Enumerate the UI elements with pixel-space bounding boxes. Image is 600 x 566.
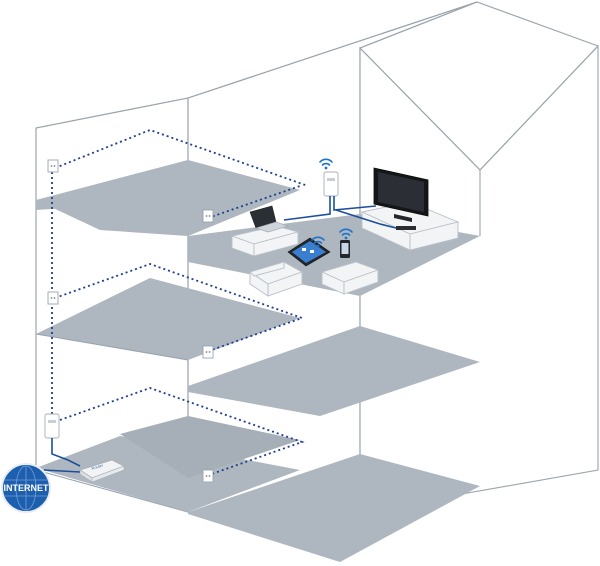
cable-adapter-to-tv: [333, 196, 377, 211]
sofa-left: [248, 261, 304, 297]
router-label: Router: [91, 462, 105, 471]
ground-floor-left: [36, 436, 300, 512]
wall-socket-icon: [47, 291, 59, 305]
router-icon: Router: [78, 459, 126, 483]
cable-adapter-to-router: [51, 438, 81, 467]
powerline-bottom-loop: [59, 387, 305, 477]
tv-icon: [373, 167, 429, 222]
smartphone-icon: [340, 240, 350, 258]
wall-socket-icon: [202, 469, 214, 483]
wifi-signal-icon: [311, 236, 325, 248]
cable-adapter-to-settopbox: [335, 209, 397, 229]
powerline-top-to-adapter: [207, 185, 301, 219]
powerline-adapter-icon: [323, 171, 339, 197]
ground-floor-right: [188, 454, 480, 562]
top-floor-room-2: [40, 160, 300, 236]
ground-floor-mid: [120, 416, 300, 478]
ground-floor: [36, 416, 480, 562]
middle-floor: [35, 278, 480, 416]
internet-label: INTERNET: [4, 483, 50, 493]
middle-floor-right: [188, 326, 480, 416]
middle-floor-edge: [35, 333, 189, 361]
wall-sockets: [47, 159, 214, 483]
wall-socket-icon: [202, 345, 214, 359]
powerline-middle-loop: [54, 263, 305, 353]
living-room-devices: [230, 167, 460, 297]
roof-ridge: [359, 1, 599, 49]
wifi-signals: [311, 158, 353, 248]
internet-globe: INTERNET: [1, 463, 51, 513]
ground-floor-equipment: Router: [43, 413, 126, 483]
powerline-connections: [51, 129, 309, 477]
wall-socket-icon: [202, 209, 214, 223]
cable-adapter-to-laptop: [283, 196, 331, 221]
laptop-icon: [249, 205, 289, 233]
set-top-box: [396, 226, 416, 230]
middle-floor-left: [36, 278, 300, 360]
wifi-signal-icon: [339, 228, 353, 240]
sofa-right: [320, 261, 380, 295]
right-side-wall: [359, 44, 599, 513]
powerline-adapter-icon: [44, 413, 60, 439]
cable-router-to-internet: [43, 469, 81, 473]
wall-socket-icon: [47, 159, 59, 173]
wifi-signal-icon: [319, 158, 333, 170]
